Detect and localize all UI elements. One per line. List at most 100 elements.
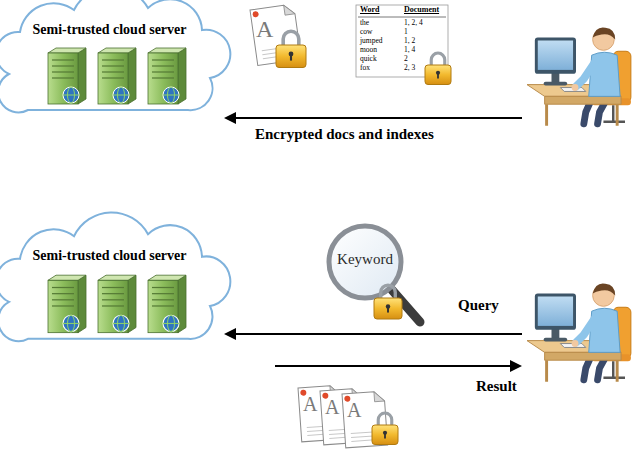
arrow-label: Result	[476, 378, 517, 395]
lock-shackle	[378, 413, 392, 426]
server-tower	[98, 275, 136, 332]
cloud-server: Semi-trusted cloud server	[2, 228, 217, 346]
monitor-screen	[538, 297, 573, 326]
lock-keyhole	[290, 55, 292, 61]
cloud-shape	[2, 2, 217, 117]
cloud-server: Semi-trusted cloud server	[2, 2, 217, 117]
monitor-stand	[552, 329, 560, 339]
table-cell: 2, 3	[404, 64, 415, 72]
server-globe-line	[163, 95, 179, 96]
lock-body	[425, 65, 451, 85]
server-slot	[152, 287, 174, 288]
user-at-computer	[527, 283, 631, 381]
server-slot	[152, 293, 174, 294]
table-cell: cow	[360, 28, 373, 36]
server-slot	[52, 71, 74, 72]
server-slot	[102, 287, 124, 288]
server-slot	[102, 293, 124, 294]
server-slot	[152, 65, 174, 66]
server-globe-line	[113, 323, 129, 324]
server-globe-line	[113, 95, 129, 96]
server-globe-line	[163, 323, 179, 324]
server-front	[98, 53, 128, 104]
person-hair	[593, 283, 616, 295]
server-slot	[152, 71, 174, 72]
server-top	[148, 275, 186, 280]
table-cell: 1, 2	[404, 37, 415, 45]
server-globe	[163, 87, 179, 103]
table-cell: jumped	[360, 37, 383, 45]
table-header: Document	[404, 6, 439, 15]
server-tower	[48, 275, 86, 332]
server-slot	[152, 59, 174, 60]
monitor-base	[544, 82, 568, 86]
table-header: Word	[360, 6, 380, 15]
document-letter: A	[325, 396, 339, 418]
document-fold	[284, 4, 295, 15]
server-slot	[52, 305, 74, 306]
lock-shackle	[431, 53, 445, 66]
server-slot	[152, 77, 174, 78]
server-tower	[48, 48, 86, 104]
server-slot	[102, 305, 124, 306]
arrow-head	[510, 360, 522, 372]
server-front	[148, 280, 178, 332]
arrow-head	[224, 328, 236, 340]
server-globe	[113, 315, 129, 331]
monitor	[535, 294, 576, 330]
table-cell: 1, 2, 4	[404, 19, 423, 27]
cloud-outline	[0, 0, 230, 112]
server-globe	[63, 315, 79, 331]
server-tower	[98, 48, 136, 104]
server-tower	[148, 275, 186, 332]
server-tower	[148, 48, 186, 104]
server-top	[98, 48, 136, 53]
monitor	[535, 38, 576, 74]
server-slot	[52, 77, 74, 78]
desk-front	[545, 352, 621, 360]
arrow-head	[224, 112, 236, 124]
server-slot	[52, 287, 74, 288]
person-hair	[593, 27, 616, 39]
cloud-shape	[2, 228, 217, 346]
arrow-label: Query	[458, 297, 499, 314]
server-globe-line	[63, 95, 79, 96]
illustration-group	[224, 4, 631, 448]
monitor-base	[544, 338, 568, 342]
chair-leg	[603, 105, 625, 122]
cloud-title: Semi-trusted cloud server	[2, 2, 217, 38]
lock-body	[276, 45, 306, 68]
lock-keyhole	[384, 433, 386, 438]
keyword-text: Keyword	[337, 251, 393, 268]
server-slot	[102, 71, 124, 72]
lock-body	[374, 298, 402, 319]
document-fold	[374, 391, 385, 402]
server-globe	[163, 315, 179, 331]
server-slot	[152, 299, 174, 300]
person-arm	[576, 317, 596, 342]
table-cell: 1	[404, 28, 408, 36]
server-top	[148, 48, 186, 53]
server-slot	[102, 77, 124, 78]
table-cell: 1, 4	[404, 46, 415, 54]
arrow-line	[236, 117, 522, 119]
server-top	[48, 275, 86, 280]
cloud-title: Semi-trusted cloud server	[2, 228, 217, 264]
lock-icon	[276, 31, 306, 67]
server-top	[48, 48, 86, 53]
server-globe-line	[63, 323, 79, 324]
person-hand	[572, 84, 579, 91]
server-slot	[102, 59, 124, 60]
arrow-line	[275, 365, 510, 367]
lock-body	[372, 425, 398, 445]
monitor-stand	[552, 73, 560, 83]
table-cell: quick	[360, 55, 377, 63]
server-front	[148, 53, 178, 104]
lock-icon	[372, 413, 398, 444]
server-front	[48, 53, 78, 104]
lock-shackle	[283, 31, 299, 46]
server-slot	[102, 299, 124, 300]
server-slot	[52, 65, 74, 66]
lock-icon	[374, 285, 402, 319]
person-arm	[576, 61, 596, 86]
